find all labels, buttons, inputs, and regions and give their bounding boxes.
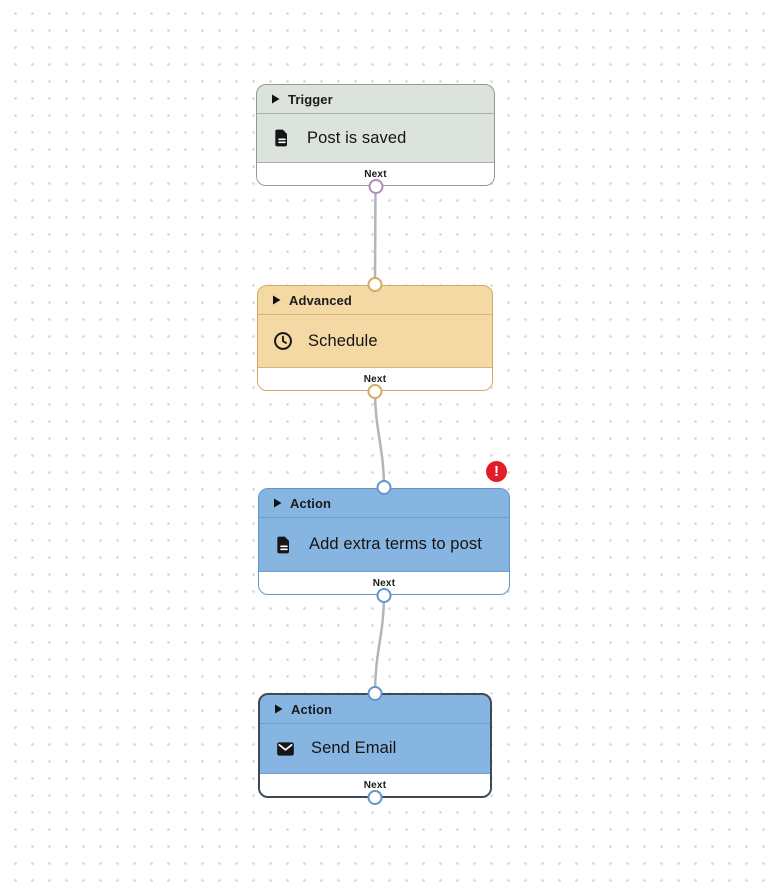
node-action-send-email[interactable]: Action Send Email Next [258, 686, 492, 805]
output-port[interactable] [367, 384, 383, 399]
collapse-caret-icon [275, 704, 283, 714]
output-port[interactable] [376, 588, 392, 603]
error-badge[interactable]: ! [486, 461, 507, 482]
node-body: Add extra terms to post [259, 518, 509, 571]
node-action-add-extra-terms[interactable]: Action Add extra terms to post Next [258, 480, 510, 603]
next-port-label: Next [364, 168, 387, 180]
node-category-label: Action [291, 701, 333, 717]
node-title: Send Email [311, 739, 397, 757]
node-advanced-schedule[interactable]: Advanced Schedule Next [257, 277, 493, 399]
collapse-caret-icon [273, 295, 281, 305]
output-port[interactable] [367, 790, 383, 805]
node-footer: Next [258, 367, 492, 390]
input-port[interactable] [367, 277, 383, 292]
node-header[interactable]: Action [259, 489, 509, 518]
clock-icon [274, 332, 292, 350]
mail-icon [277, 741, 294, 756]
edge-add-terms-to-send-email [373, 594, 386, 694]
collapse-caret-icon [272, 94, 280, 104]
next-port-label: Next [372, 577, 396, 589]
next-port-label: Next [363, 373, 387, 385]
node-category-label: Trigger [288, 91, 333, 107]
input-port[interactable] [376, 480, 392, 495]
node-title: Post is saved [307, 128, 407, 147]
node-body: Schedule [258, 315, 492, 367]
node-footer: Next [259, 571, 509, 594]
node-trigger-post-is-saved[interactable]: Trigger Post is saved Next [256, 84, 495, 194]
node-header[interactable]: Advanced [258, 286, 492, 315]
node-body: Send Email [260, 724, 490, 773]
edge-trigger-to-schedule [373, 185, 377, 286]
next-port-label: Next [363, 779, 387, 791]
file-text-icon [275, 129, 287, 147]
node-title: Schedule [308, 331, 378, 350]
node-footer: Next [260, 773, 490, 796]
output-port[interactable] [368, 179, 383, 194]
node-category-label: Action [290, 495, 332, 511]
node-footer: Next [257, 162, 494, 185]
collapse-caret-icon [274, 498, 282, 508]
node-body: Post is saved [257, 114, 494, 162]
edge-schedule-to-add-terms [373, 390, 386, 489]
file-text-icon [277, 536, 289, 553]
node-header[interactable]: Action [260, 695, 490, 724]
node-category-label: Advanced [289, 292, 352, 308]
input-port[interactable] [367, 686, 383, 701]
node-header[interactable]: Trigger [257, 85, 494, 114]
node-title: Add extra terms to post [309, 535, 482, 553]
